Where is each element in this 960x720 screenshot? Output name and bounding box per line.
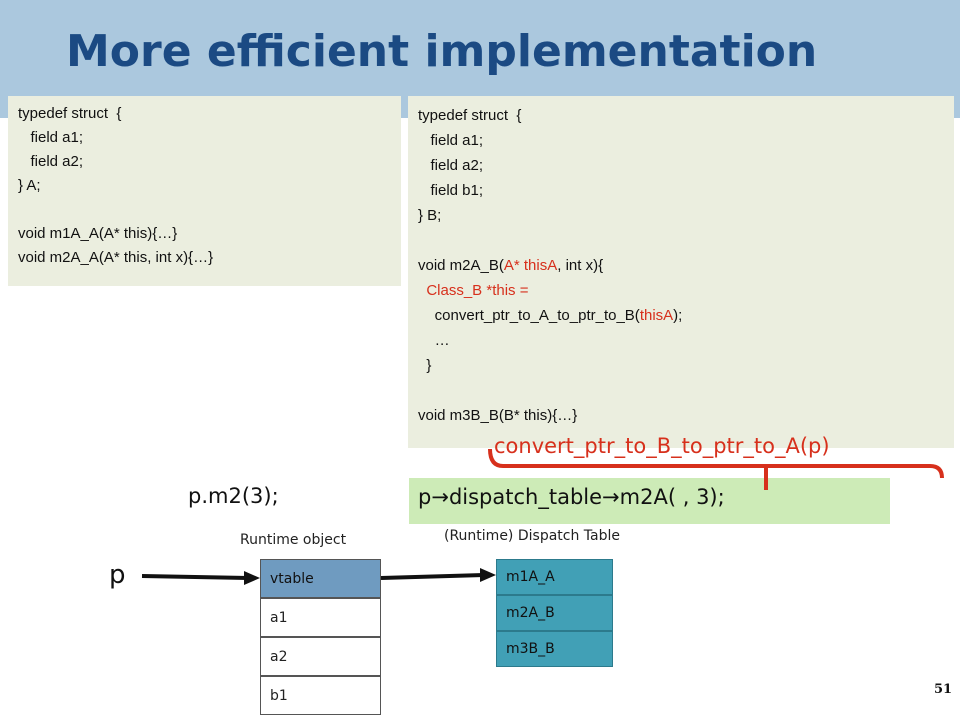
dispatch-table-label: (Runtime) Dispatch Table xyxy=(444,528,620,544)
struct-a-line: typedef struct { xyxy=(18,105,122,122)
runtime-object-cell: a1 xyxy=(260,598,381,637)
dispatch-expression: p→dispatch_table→m2A( , 3); xyxy=(418,485,725,509)
red-bracket xyxy=(488,448,944,479)
struct-b-line: } B; xyxy=(418,207,442,224)
struct-a-line: void m1A_A(A* this){…} xyxy=(18,225,178,242)
struct-b-line: field a2; xyxy=(418,157,484,174)
struct-b-line: } xyxy=(418,357,432,374)
dispatch-table-cell: m1A_A xyxy=(496,559,613,595)
arrow-glyph: → xyxy=(431,485,449,509)
dispatch-method: m2A( xyxy=(619,485,677,509)
struct-b-line: void m3B_B(B* this){…} xyxy=(418,407,578,424)
runtime-object-cell: b1 xyxy=(260,676,381,715)
struct-b-line-convert: convert_ptr_to_A_to_ptr_to_B(thisA); xyxy=(418,306,683,326)
page-number: 51 xyxy=(934,682,953,697)
code-text-highlight: thisA xyxy=(639,307,674,324)
struct-b-line: … xyxy=(418,332,450,349)
convert-annotation: convert_ptr_to_B_to_ptr_to_A(p) xyxy=(494,434,830,458)
dispatch-table-cell: m3B_B xyxy=(496,631,613,667)
pointer-arrow xyxy=(141,571,260,585)
struct-a-line: } A; xyxy=(18,177,41,194)
code-text: , int x){ xyxy=(557,257,604,274)
dispatch-band xyxy=(409,478,890,524)
pointer-label: p xyxy=(109,560,126,590)
dispatch-args: , 3); xyxy=(676,485,725,509)
dispatch-table-cell: m2A_B xyxy=(496,595,613,631)
runtime-object-label: Runtime object xyxy=(240,532,347,548)
struct-b-code-box: typedef struct { field a1; field a2; fie… xyxy=(408,96,954,448)
struct-a-line: field a2; xyxy=(18,153,84,170)
struct-b-line-highlight: Class_B *this = xyxy=(418,282,529,299)
struct-b-line: field b1; xyxy=(418,182,484,199)
code-text: void m2A_B( xyxy=(418,257,504,274)
vtable-arrow xyxy=(380,568,496,582)
runtime-object-cell-vtable: vtable xyxy=(260,559,381,598)
struct-a-line: void m2A_A(A* this, int x){…} xyxy=(18,249,214,266)
arrow-glyph: → xyxy=(602,485,620,509)
struct-a-code-box: typedef struct { field a1; field a2; } A… xyxy=(8,96,401,286)
dispatch-prefix: p xyxy=(418,485,432,509)
struct-b-line: typedef struct { xyxy=(418,107,522,124)
struct-a-line: field a1; xyxy=(18,129,84,146)
dispatch-middle: dispatch_table xyxy=(448,485,603,509)
struct-b-line-m2a: void m2A_B(A* thisA, int x){ xyxy=(418,256,603,276)
method-call-text: p.m2(3); xyxy=(188,484,279,508)
struct-b-line: field a1; xyxy=(418,132,484,149)
code-text: convert_ptr_to_A_to_ptr_to_B( xyxy=(418,307,640,324)
runtime-object-cell: a2 xyxy=(260,637,381,676)
code-text: ); xyxy=(673,307,683,324)
slide-title: More efficient implementation xyxy=(66,26,818,77)
code-text-highlight: A* thisA xyxy=(503,257,558,274)
